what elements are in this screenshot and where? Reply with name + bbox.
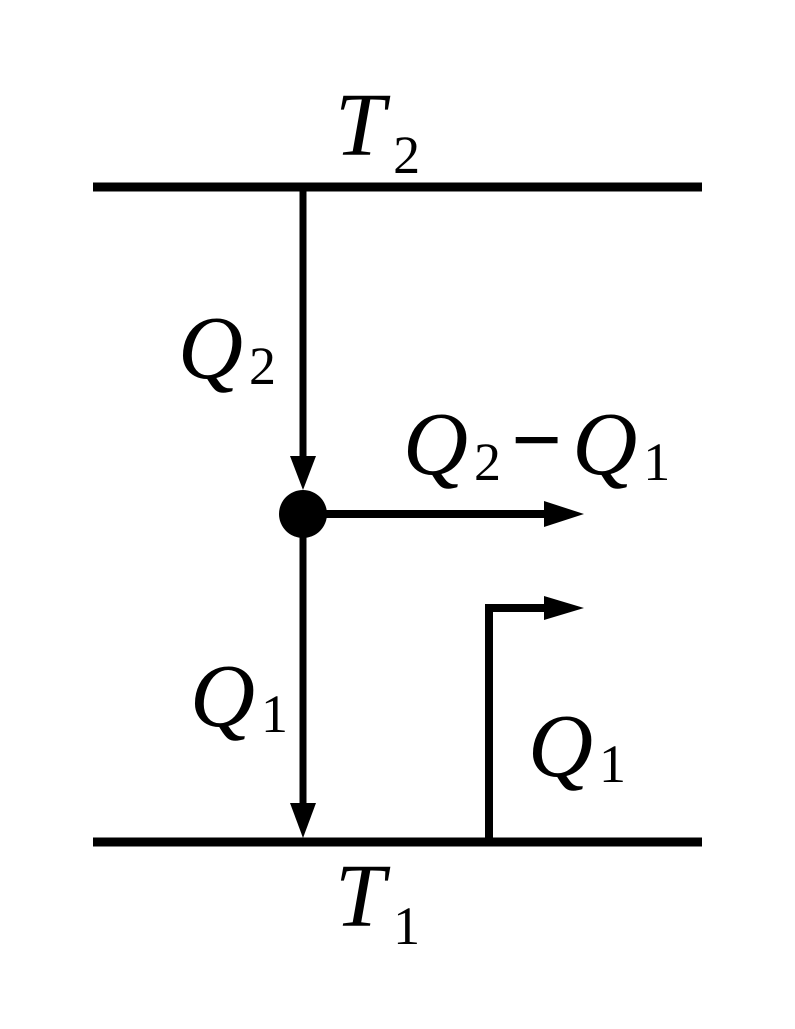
heat-in-arrow bbox=[290, 187, 316, 490]
cold-reservoir-subscript: 1 bbox=[393, 896, 420, 956]
heat-in-label: Q 2 bbox=[178, 299, 276, 398]
hot-reservoir-label: T 2 bbox=[335, 76, 420, 185]
return-flow-subscript: 1 bbox=[599, 734, 626, 794]
cold-reservoir-symbol: T bbox=[335, 847, 391, 946]
work-arrow bbox=[303, 501, 584, 527]
return-flow-label: Q 1 bbox=[528, 697, 626, 796]
work-operator: − bbox=[511, 391, 562, 490]
return-flow-arrow bbox=[485, 596, 584, 842]
cold-reservoir-label: T 1 bbox=[335, 847, 420, 956]
heat-out-symbol: Q bbox=[190, 647, 255, 746]
return-flow-symbol: Q bbox=[528, 697, 593, 796]
work-right-symbol: Q bbox=[572, 395, 637, 494]
work-left-symbol: Q bbox=[403, 395, 468, 494]
work-right-subscript: 1 bbox=[643, 432, 670, 492]
work-left-subscript: 2 bbox=[474, 432, 501, 492]
hot-reservoir-symbol: T bbox=[335, 76, 391, 175]
heat-in-symbol: Q bbox=[178, 299, 243, 398]
heat-out-label: Q 1 bbox=[190, 647, 288, 746]
hot-reservoir-subscript: 2 bbox=[393, 125, 420, 185]
heat-out-arrow bbox=[290, 514, 316, 838]
work-label: Q 2 − Q 1 bbox=[403, 391, 670, 494]
heat-out-subscript: 1 bbox=[261, 684, 288, 744]
heat-in-subscript: 2 bbox=[249, 336, 276, 396]
